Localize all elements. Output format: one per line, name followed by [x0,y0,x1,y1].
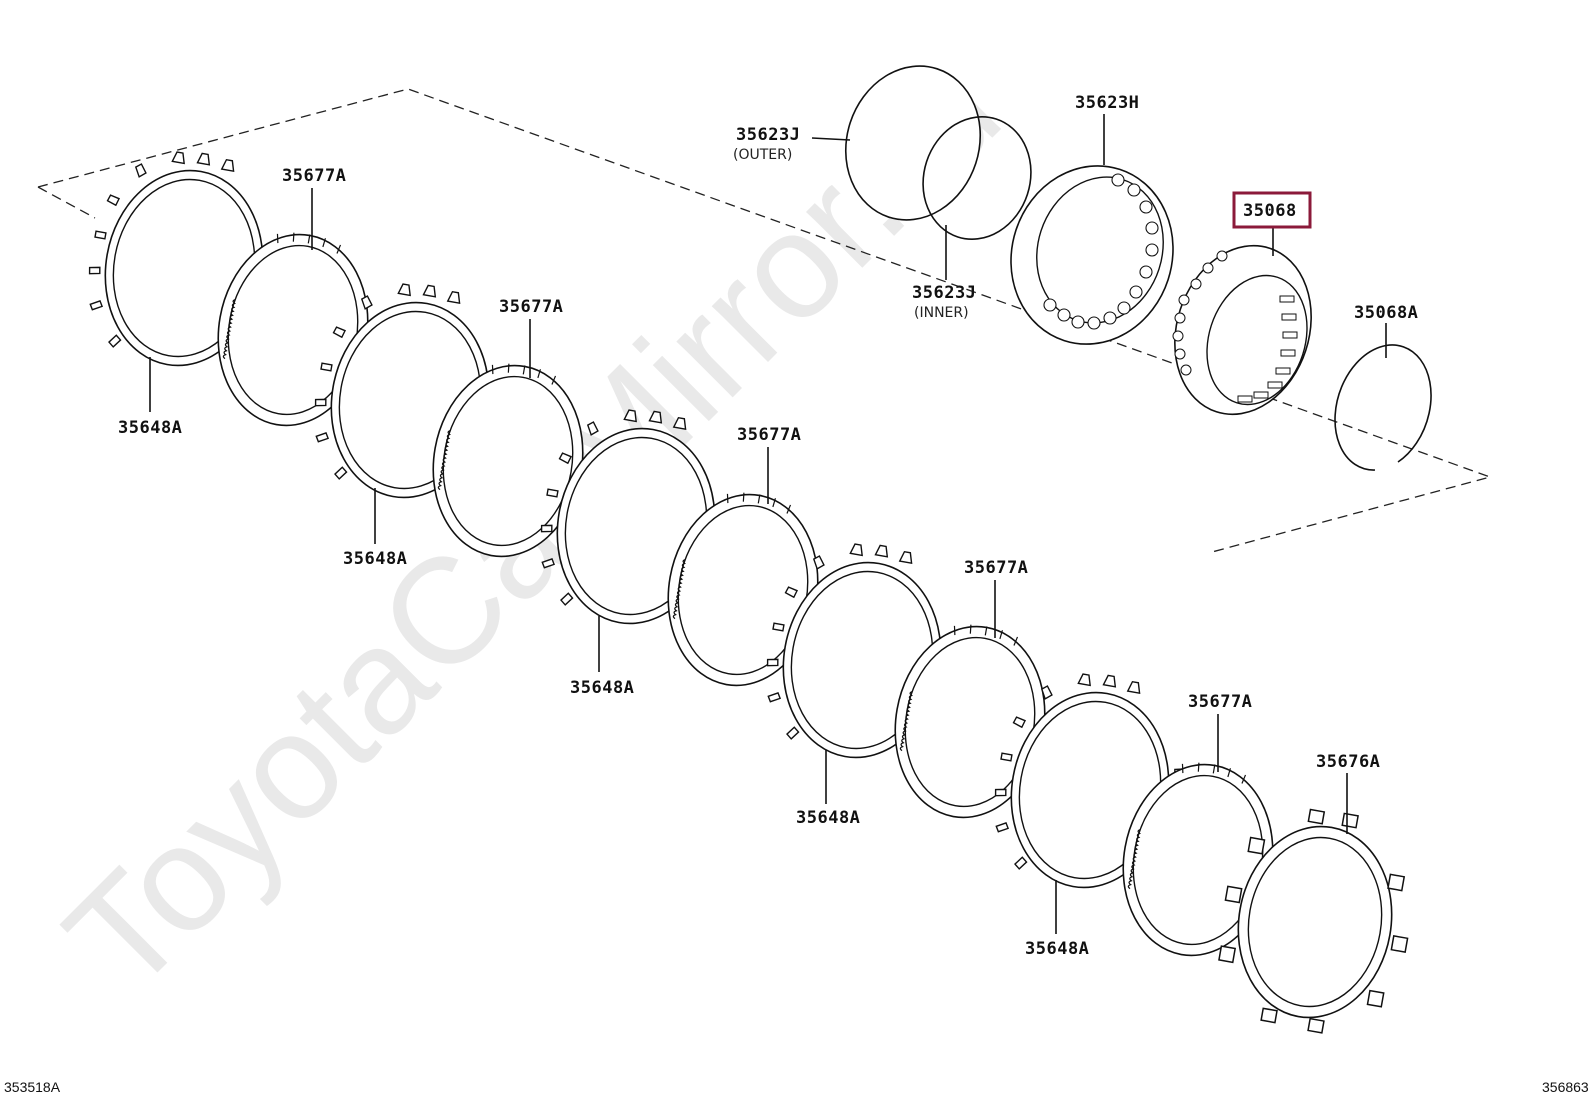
label-35677A: 35677A [1188,692,1252,712]
label-35648A: 35648A [796,808,860,828]
bearing-race [1010,165,1174,345]
label-35623J-outer: 35623J [736,125,800,145]
label-35648A: 35648A [118,418,182,438]
footer-left-code: 353518A [4,1079,61,1095]
label-35623H: 35623H [1075,93,1139,113]
label-35623J-outer-note: (OUTER) [733,147,792,163]
label-35648A: 35648A [343,549,407,569]
label-35068[interactable]: 35068 [1243,201,1297,221]
label-35676A: 35676A [1316,752,1380,772]
label-35677A: 35677A [499,297,563,317]
label-35648A: 35648A [570,678,634,698]
leader-lines [149,114,1387,934]
label-35623J-inner-note: (INNER) [914,305,969,321]
footer-right-code: 356863 [1542,1079,1589,1095]
label-35648A: 35648A [1025,939,1089,959]
label-35677A: 35677A [737,425,801,445]
group-boundary-left [37,186,96,219]
highlight-box [1232,191,1312,229]
label-35623J-inner: 35623J [912,283,976,303]
label-35677A: 35677A [282,166,346,186]
seal-ring-outer [844,65,982,221]
label-35677A: 35677A [964,558,1028,578]
snap-ring [1334,344,1432,471]
label-35068A: 35068A [1354,303,1418,323]
one-way-clutch [1172,244,1312,416]
seal-ring-inner [922,116,1032,240]
